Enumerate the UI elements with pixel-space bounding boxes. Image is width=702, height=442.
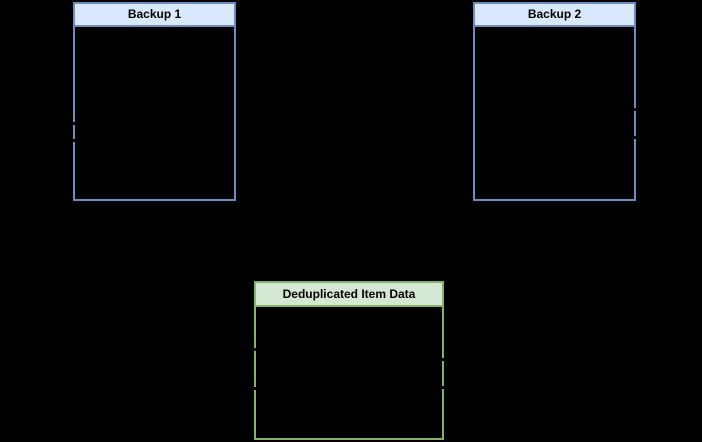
- deduplicated-item-data-title: Deduplicated Item Data: [282, 287, 416, 301]
- connector-gap-backup1-left-2: [70, 139, 78, 142]
- backup-1-header: Backup 1: [75, 4, 234, 27]
- connector-gap-dedup-right-2: [439, 386, 447, 389]
- backup-2-title: Backup 2: [527, 7, 582, 21]
- deduplicated-item-data-header: Deduplicated Item Data: [256, 283, 442, 307]
- connector-gap-backup2-right-2: [631, 136, 639, 139]
- deduplicated-item-data-box: Deduplicated Item Data: [254, 281, 444, 440]
- backup-2-header: Backup 2: [475, 4, 634, 27]
- connector-gap-dedup-left-1: [251, 348, 259, 351]
- connector-gap-dedup-right-1: [439, 358, 447, 361]
- connector-gap-dedup-left-2: [251, 387, 259, 390]
- backup-2-box: Backup 2: [473, 2, 636, 201]
- backup-1-box: Backup 1: [73, 2, 236, 201]
- connector-gap-backup1-left-1: [70, 122, 78, 125]
- connector-gap-backup2-right-1: [631, 108, 639, 111]
- backup-1-title: Backup 1: [127, 7, 182, 21]
